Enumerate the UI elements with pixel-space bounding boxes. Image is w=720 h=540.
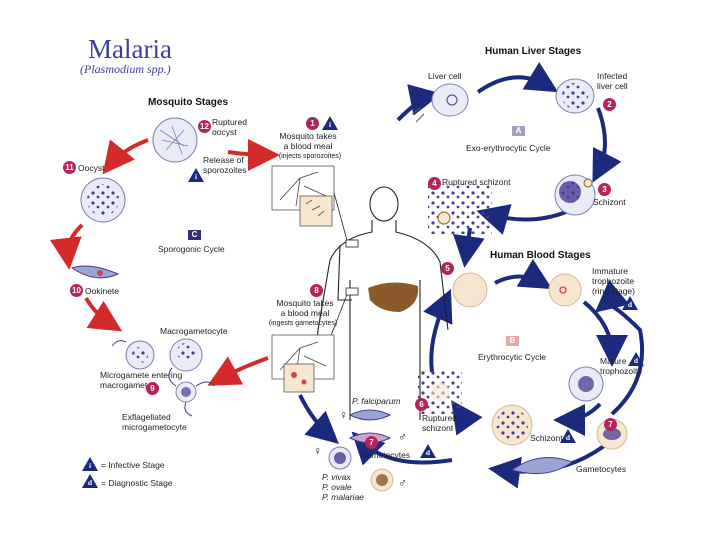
- blood-ruptured-schizont-label: Ruptured schizont: [422, 413, 457, 433]
- male-symbol: ♂: [398, 476, 407, 490]
- step-badge-11: 11: [63, 161, 76, 174]
- ruptured-oocyst-label: Ruptured oocyst: [212, 117, 247, 137]
- bite2-title: Mosquito takes a blood meal: [276, 298, 334, 318]
- legend-diagnostic-triangle-icon: d: [82, 474, 98, 488]
- infection-arrows: [298, 84, 442, 444]
- p-falciparum-label: P. falciparum: [352, 396, 401, 406]
- erythrocytic-cycle-label: Erythrocytic Cycle: [478, 352, 547, 362]
- bite1-subtitle: (injects sporozoites): [278, 153, 342, 160]
- liver-organ: [368, 282, 419, 312]
- diagram-title: Malaria: [88, 34, 172, 64]
- ring-stage-rbc: [548, 273, 582, 307]
- mosquito-sketch-bottom: [271, 334, 335, 393]
- sporogonic-cycle-letter: C: [188, 230, 201, 240]
- ookinete: [70, 265, 120, 279]
- diagnostic-stage-triangle-icon: d: [420, 444, 436, 458]
- liver-ruptured-schizont-label: Ruptured schizont: [442, 177, 511, 187]
- mosquito-stages-header: Mosquito Stages: [148, 97, 229, 108]
- liver-cell: [411, 83, 469, 123]
- gametocytes-label-2: Gametocytes: [360, 450, 411, 460]
- diagnostic-stage-triangle-icon: d: [628, 352, 644, 366]
- liver-ruptured-schizont: [428, 184, 492, 234]
- male-symbol: ♂: [398, 430, 407, 444]
- other-species-gametocytes: [328, 446, 394, 492]
- bite2-subtitle: (ingests gametocytes): [268, 320, 338, 327]
- legend-infective-label: = Infective Stage: [101, 460, 165, 470]
- legend-diagnostic-label: = Diagnostic Stage: [101, 478, 173, 488]
- step-badge-12: 12: [198, 120, 211, 133]
- sporogonic-cycle-label: Sporogonic Cycle: [158, 244, 225, 254]
- step-badge-5: 5: [441, 262, 454, 275]
- immature-trophozoite-label: Immature trophozoite (ring stage): [592, 266, 635, 296]
- p-other-species-label: P. vivax P. ovale P. malariae: [322, 472, 364, 502]
- step-badge-3: 3: [598, 183, 611, 196]
- mature-trophozoite-label: Mature trophozoite: [600, 356, 643, 376]
- legend-infective-triangle-icon: i: [82, 457, 98, 471]
- oocyst: [80, 177, 126, 223]
- blood-stages-header: Human Blood Stages: [490, 250, 591, 261]
- exo-erythrocytic-cycle-label: Exo-erythrocytic Cycle: [466, 143, 551, 153]
- diagnostic-stage-triangle-icon: d: [560, 429, 576, 443]
- liver-schizont: [554, 174, 596, 216]
- female-symbol: ♀: [339, 408, 348, 422]
- liver-stages-header: Human Liver Stages: [485, 46, 582, 57]
- ookinete-label: Ookinete: [85, 286, 120, 296]
- erythrocytic-cycle-letter: B: [506, 336, 519, 346]
- step-badge-4: 4: [428, 177, 441, 190]
- step-badge-10: 10: [70, 284, 83, 297]
- exflagellated-label: Exflagellated microgametocyte: [122, 412, 187, 432]
- infected-liver-cell-label: Infected liver cell: [597, 71, 628, 91]
- liver-schizont-label: Schizont: [593, 197, 626, 207]
- bite1-title: Mosquito takes a blood meal: [279, 131, 337, 151]
- microgamete-entering-label: Microgamete entering macrogamete: [100, 370, 183, 390]
- macrogametocyte: [169, 338, 203, 372]
- infective-stage-triangle-icon: i: [322, 116, 338, 130]
- banana-gametocyte: [510, 457, 574, 475]
- step-badge-6: 6: [415, 398, 428, 411]
- step-badge-1: 1: [306, 117, 319, 130]
- exo-cycle-letter: A: [512, 126, 525, 136]
- release-sporozoites-label: Release of sporozoites: [203, 155, 247, 175]
- infected-liver-cell: [555, 78, 595, 114]
- step-badge-9: 9: [146, 382, 159, 395]
- gametocytes-label: Gametocytes: [576, 464, 627, 474]
- exflagellated-microgametocyte: [168, 367, 215, 417]
- blood-schizont: [491, 404, 533, 446]
- step-badge-8: 8: [310, 284, 323, 297]
- liver-cell-label: Liver cell: [428, 71, 462, 81]
- sporogonic-cycle-arrows: [49, 138, 280, 386]
- blood-schizont-label: Schizont: [530, 433, 563, 443]
- bite-line-bottom: [329, 291, 349, 339]
- female-symbol: ♀: [313, 444, 322, 458]
- mosquito-sketch-top: [271, 165, 335, 227]
- macrogametocyte-label: Macrogametocyte: [160, 326, 228, 336]
- step-badge-2: 2: [603, 98, 616, 111]
- ruptured-oocyst: [152, 117, 198, 163]
- oocyst-label: Oocyst: [78, 163, 105, 173]
- merozoite-rbc: [452, 272, 488, 308]
- step-badge-7: 7: [604, 418, 617, 431]
- mature-trophozoite-rbc: [568, 366, 604, 402]
- diagnostic-stage-triangle-icon: d: [622, 296, 638, 310]
- step-badge-7b: 7: [365, 436, 378, 449]
- diagram-subtitle: (Plasmodium spp.): [80, 62, 171, 76]
- infective-stage-triangle-icon: i: [188, 168, 204, 182]
- microgamete-entering: [111, 340, 155, 370]
